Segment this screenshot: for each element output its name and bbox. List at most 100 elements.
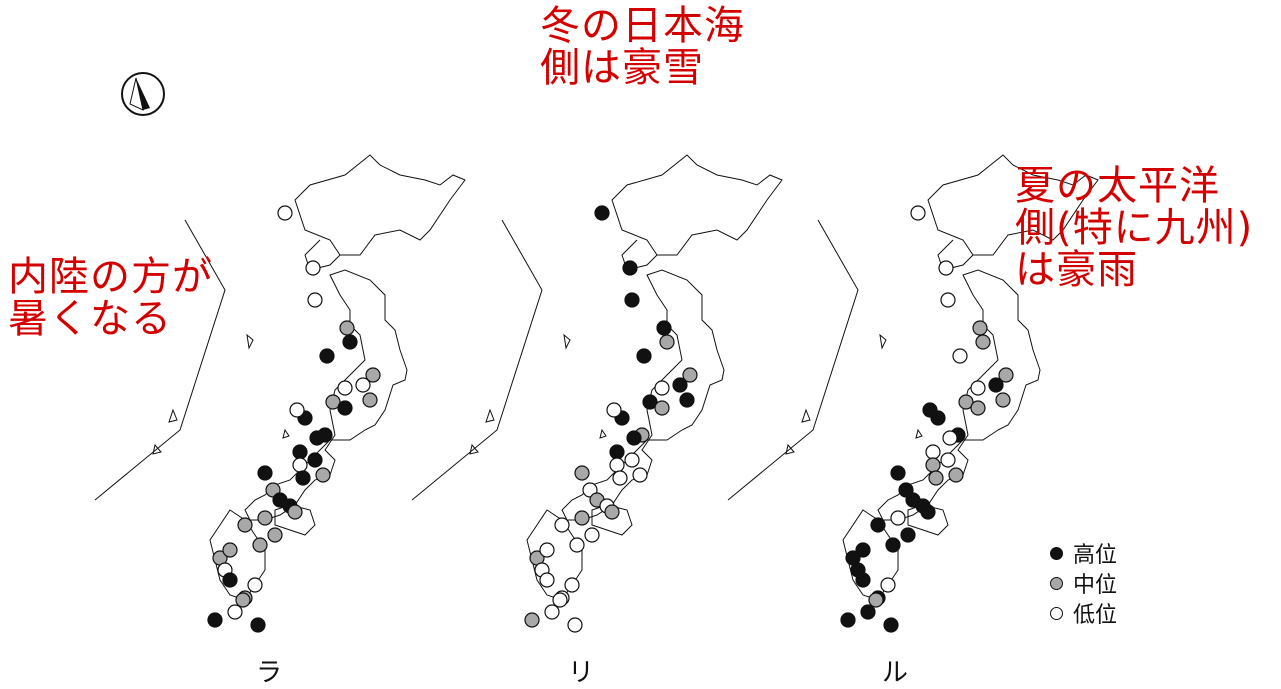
station-marker-low [925,444,941,460]
station-marker-mid [257,510,273,526]
station-marker-high [222,572,238,588]
station-marker-high [885,537,901,553]
station-marker-high [656,320,672,336]
map-label-ru: ル [882,658,909,688]
station-marker-high [250,617,266,633]
station-marker-mid [604,504,620,520]
station-marker-high [307,452,323,468]
station-marker-high [609,444,625,460]
station-marker-mid [948,467,964,483]
station-marker-high [988,377,1004,393]
station-marker-high [622,260,638,276]
station-marker-low [539,542,555,558]
station-marker-mid [958,394,974,410]
station-marker-low [289,402,305,418]
station-marker-mid [339,320,355,336]
station-marker-low [952,348,968,364]
station-marker-low [355,377,371,393]
station-marker-mid [654,400,670,416]
station-marker-high [900,527,916,543]
station-marker-mid [574,465,590,481]
station-marker-low [624,452,640,468]
station-marker-mid [928,470,944,486]
legend-item-high: 高位 [1050,538,1117,568]
station-marker-mid [970,400,986,416]
station-marker-mid [975,334,991,350]
station-marker-low [337,380,353,396]
map-ru [727,154,1099,633]
station-marker-high [295,470,311,486]
station-marker-low [609,457,625,473]
station-marker-low [880,577,896,593]
station-marker-high [840,612,856,628]
station-marker-low [942,430,958,446]
station-marker-low [247,577,263,593]
legend-dot-mid [1050,576,1063,590]
station-marker-low [564,577,580,593]
station-marker-low [654,380,670,396]
station-marker-high [292,444,308,460]
station-marker-low [584,527,600,543]
legend: 高位 中位 低位 [1050,538,1117,628]
station-marker-low [552,592,568,608]
legend-label-low: 低位 [1073,603,1118,628]
station-marker-high [890,465,906,481]
map-ra [94,154,466,633]
station-marker-high [626,430,642,446]
station-marker-low [970,380,986,396]
station-marker-low [305,260,321,276]
station-marker-high [860,604,876,620]
annotation-inland-hotter: 内陸の方が 暑くなる [8,254,213,342]
station-marker-low [612,470,628,486]
station-marker-high [337,400,353,416]
station-marker-high [309,430,325,446]
station-marker-low [606,402,622,418]
station-marker-mid [659,334,675,350]
station-marker-mid [287,504,303,520]
legend-dot-low [1050,606,1063,620]
map-label-ra: ラ [256,658,283,688]
station-marker-low [890,510,906,526]
station-marker-low [227,604,243,620]
station-marker-mid [315,467,331,483]
station-marker-mid [267,527,283,543]
station-marker-mid [868,592,884,608]
station-marker-high [257,465,273,481]
map-ri [411,154,783,633]
station-marker-low [277,205,293,221]
station-marker-low [567,617,583,633]
station-marker-mid [524,612,540,628]
map-label-ri: リ [568,658,595,688]
station-marker-high [920,504,936,520]
station-marker-mid [365,367,381,383]
station-marker-high [870,517,886,533]
station-marker-mid [972,320,988,336]
station-marker-high [642,394,658,410]
north-arrow-icon [121,72,165,116]
station-marker-low [938,260,954,276]
station-marker-high [883,617,899,633]
station-marker-high [207,612,223,628]
station-marker-low [940,292,956,308]
station-marker-mid [998,367,1014,383]
station-marker-high [342,334,358,350]
station-marker-low [544,604,560,620]
annotation-pacific-rain: 夏の太平洋 側(特に九州) は豪雨 [1015,163,1254,293]
station-marker-mid [235,592,251,608]
station-marker-low [940,452,956,468]
station-marker-high [636,348,652,364]
station-marker-low [539,572,555,588]
station-marker-mid [925,457,941,473]
station-marker-high [672,377,688,393]
annotation-japan-sea-snow: 冬の日本海 側は豪雪 [540,3,745,91]
station-marker-mid [222,542,238,558]
station-marker-high [319,348,335,364]
legend-item-low: 低位 [1050,598,1117,628]
station-marker-high [922,402,938,418]
station-marker-low [569,537,585,553]
station-marker-mid [325,394,341,410]
station-marker-high [855,572,871,588]
station-marker-mid [252,537,268,553]
station-marker-low [554,517,570,533]
